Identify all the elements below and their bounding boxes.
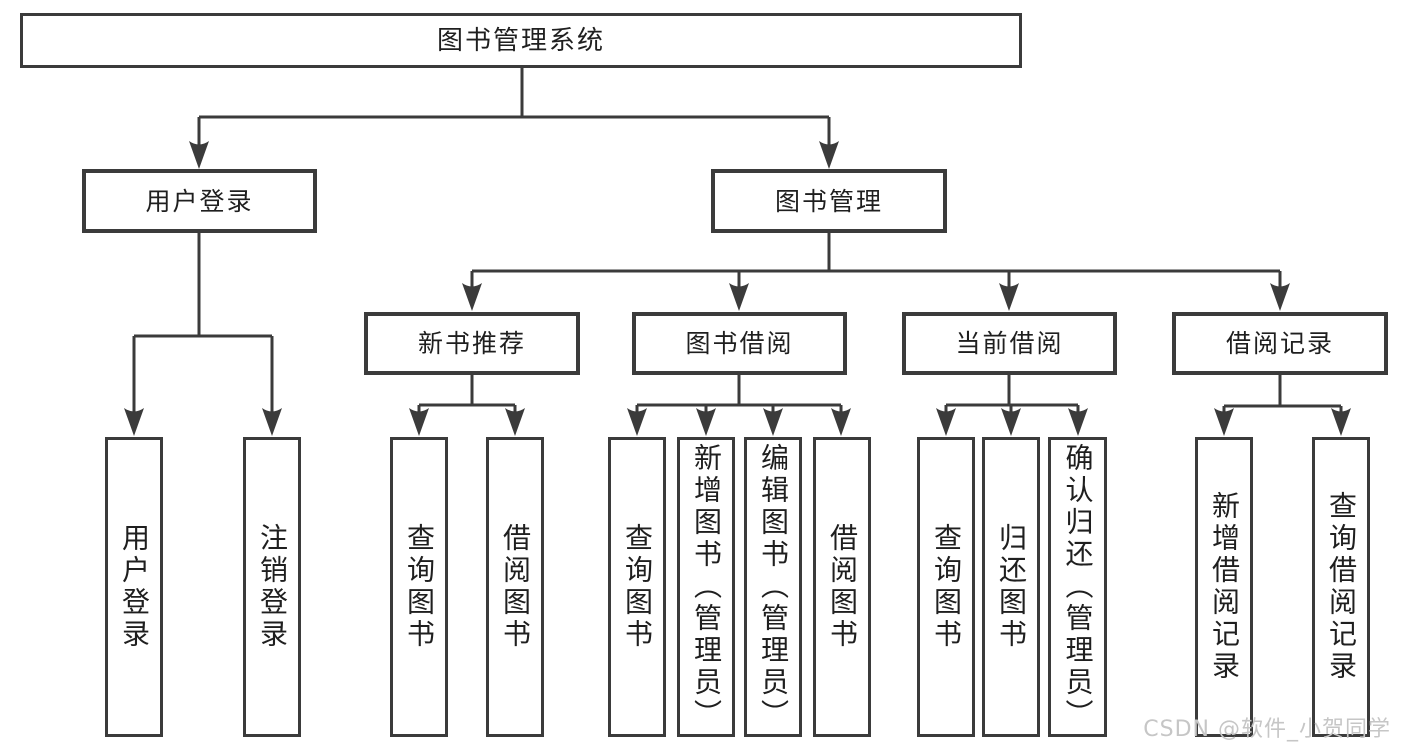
node-label: 新增图书（管理员）	[690, 443, 723, 731]
csdn-watermark: CSDN @软件_小贺同学	[1143, 717, 1391, 742]
node-label: 图书借阅	[685, 329, 794, 358]
node-label: 当前借阅	[955, 329, 1064, 358]
node-label: 用户登录	[145, 186, 254, 216]
node-book-management: 图书管理	[711, 169, 947, 233]
node-label: 查询图书	[403, 523, 436, 651]
leaf-logout: 注销登录	[243, 437, 301, 737]
node-label: 图书管理系统	[436, 25, 605, 56]
leaf-user-login: 用户登录	[105, 437, 163, 737]
node-label: 新增借阅记录	[1208, 491, 1241, 683]
node-label: 查询图书	[621, 523, 654, 651]
leaf-borrow-books-recommend: 借阅图书	[486, 437, 544, 737]
leaf-add-borrow-record: 新增借阅记录	[1195, 437, 1253, 737]
node-label: 新书推荐	[417, 329, 526, 358]
leaf-query-borrow-record: 查询借阅记录	[1312, 437, 1370, 737]
node-label: 注销登录	[256, 523, 289, 651]
node-library-management-system: 图书管理系统	[20, 13, 1022, 68]
leaf-add-book-admin: 新增图书（管理员）	[677, 437, 735, 737]
leaf-confirm-return-admin: 确认归还（管理员）	[1048, 437, 1107, 737]
leaf-borrow-books: 借阅图书	[813, 437, 871, 737]
node-label: 编辑图书（管理员）	[757, 443, 790, 731]
node-label: 借阅图书	[499, 523, 532, 651]
leaf-return-book: 归还图书	[982, 437, 1040, 737]
node-label: 归还图书	[995, 523, 1028, 651]
node-label: 图书管理	[774, 186, 883, 216]
node-borrowing-records: 借阅记录	[1172, 312, 1388, 375]
leaf-query-books-borrowing: 查询图书	[608, 437, 666, 737]
node-book-borrowing: 图书借阅	[632, 312, 847, 375]
node-label: 借阅图书	[826, 523, 859, 651]
leaf-edit-book-admin: 编辑图书（管理员）	[744, 437, 802, 737]
node-user-login: 用户登录	[82, 169, 317, 233]
leaf-query-books-recommend: 查询图书	[390, 437, 448, 737]
node-new-book-recommend: 新书推荐	[364, 312, 580, 375]
node-current-borrowing: 当前借阅	[902, 312, 1117, 375]
node-label: 查询图书	[930, 523, 963, 651]
node-label: 借阅记录	[1225, 329, 1334, 358]
node-label: 确认归还（管理员）	[1061, 443, 1095, 731]
leaf-query-books-current: 查询图书	[917, 437, 975, 737]
node-label: 用户登录	[118, 523, 151, 651]
node-label: 查询借阅记录	[1325, 491, 1358, 683]
